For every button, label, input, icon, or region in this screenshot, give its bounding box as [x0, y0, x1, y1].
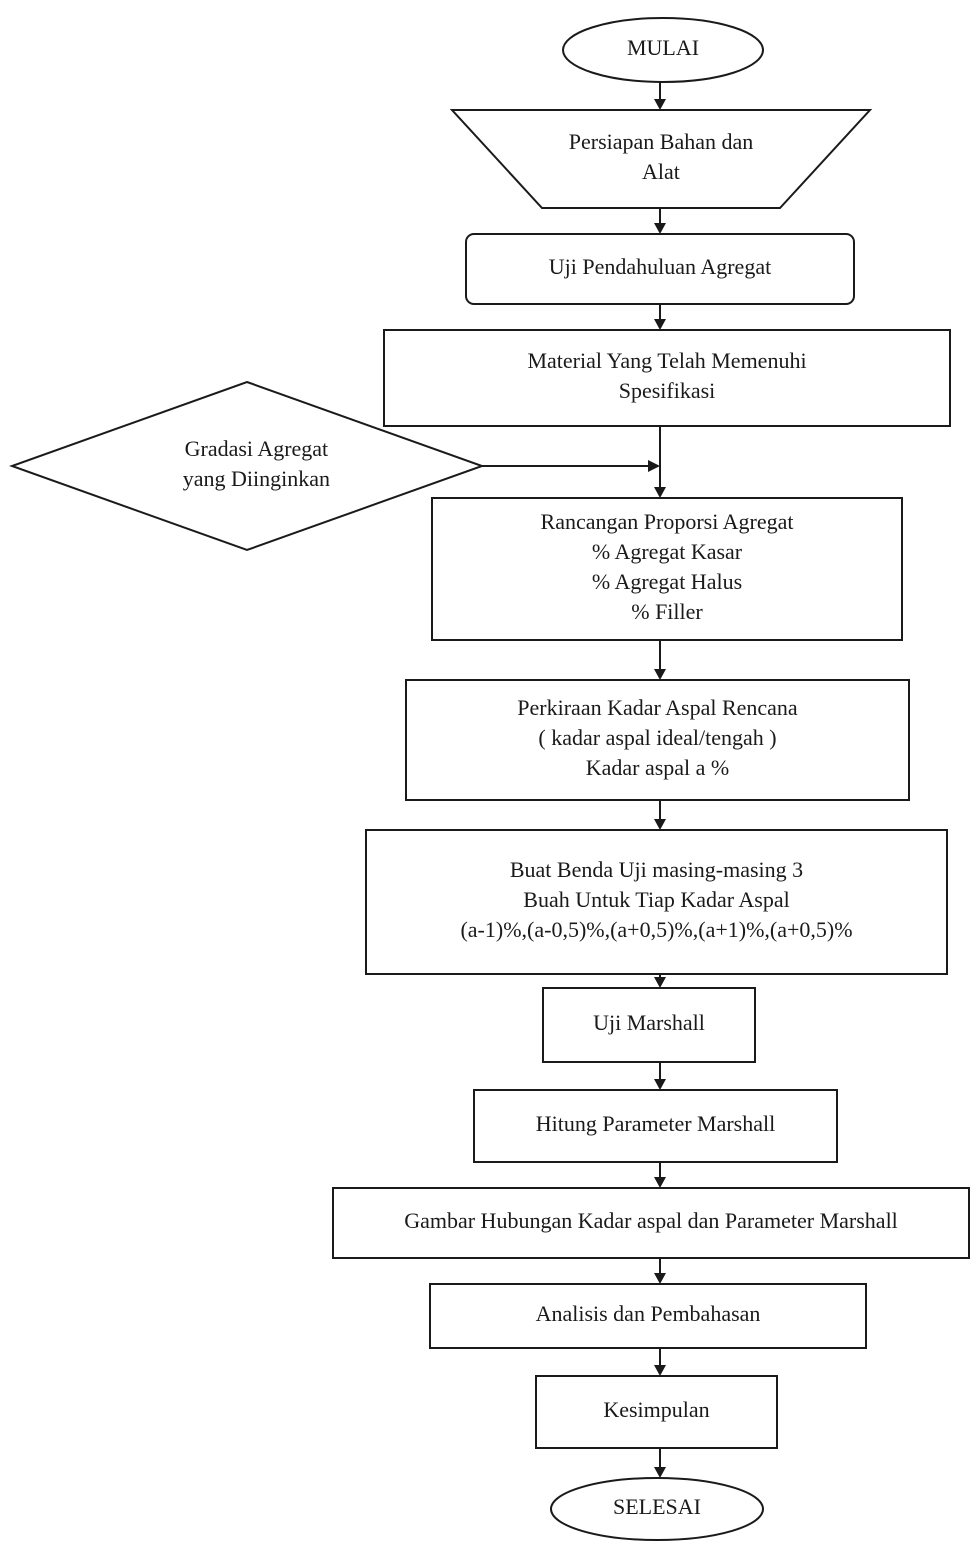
node-material-label: Material Yang Telah Memenuhi [527, 348, 806, 373]
node-material-label: Spesifikasi [619, 378, 716, 403]
node-uji-pendahuluan-shape [465, 233, 855, 305]
node-perkiraan-label: Kadar aspal a % [586, 755, 730, 780]
node-rancangan-label: % Agregat Halus [592, 569, 742, 594]
connector-kesimpulan-to-selesai [654, 1448, 666, 1478]
node-material-shape [383, 329, 951, 427]
node-rancangan-label: % Filler [631, 599, 703, 624]
node-kesimpulan-label: Kesimpulan [603, 1397, 709, 1422]
connectors-layer [449, 82, 666, 1478]
node-uji-marshall: Uji Marshall [542, 987, 756, 1063]
node-analisis: Analisis dan Pembahasan [429, 1283, 867, 1349]
connector-gambar-to-analisis [654, 1258, 666, 1284]
node-perkiraan: Perkiraan Kadar Aspal Rencana ( kadar asp… [405, 679, 910, 801]
node-perkiraan-shape [405, 679, 910, 801]
node-gradasi-shape [9, 380, 485, 552]
node-uji-pendahuluan-label: Uji Pendahuluan Agregat [549, 254, 771, 279]
node-selesai-label: SELESAI [613, 1494, 701, 1519]
node-gradasi-label: yang Diinginkan [183, 466, 330, 491]
node-uji-marshall-label: Uji Marshall [593, 1010, 705, 1035]
node-persiapan-shape [449, 109, 873, 209]
node-mulai: MULAI [562, 17, 764, 83]
node-gambar: Gambar Hubungan Kadar aspal dan Paramete… [332, 1187, 970, 1259]
node-rancangan-label: % Agregat Kasar [592, 539, 743, 564]
connector-mulai-to-persiapan [654, 82, 666, 110]
connector-persiapan-to-uji-pendahuluan [654, 208, 666, 234]
connector-analisis-to-kesimpulan [654, 1348, 666, 1376]
connector-uji-pendahuluan-to-material [654, 304, 666, 330]
node-selesai-shape [550, 1477, 764, 1541]
node-gradasi-label: Gradasi Agregat [185, 436, 329, 461]
node-analisis-label: Analisis dan Pembahasan [536, 1301, 761, 1326]
node-mulai-label: MULAI [627, 35, 699, 60]
node-hitung-shape [473, 1089, 838, 1163]
node-uji-pendahuluan: Uji Pendahuluan Agregat [465, 233, 855, 305]
connector-perkiraan-to-benda-uji [654, 800, 666, 830]
node-rancangan: Rancangan Proporsi Agregat % Agregat Kasa… [431, 497, 903, 641]
node-rancangan-shape [431, 497, 903, 641]
node-uji-marshall-shape [542, 987, 756, 1063]
node-benda-uji-label: Buat Benda Uji masing-masing 3 [510, 857, 803, 882]
connector-uji-marshall-to-hitung [654, 1062, 666, 1090]
node-mulai-shape [562, 17, 764, 83]
node-rancangan-label: Rancangan Proporsi Agregat [541, 509, 794, 534]
node-gambar-shape [332, 1187, 970, 1259]
node-benda-uji-label: (a-1)%,(a-0,5)%,(a+0,5)%,(a+1)%,(a+0,5)% [460, 917, 852, 942]
connector-hitung-to-gambar [654, 1162, 666, 1188]
node-kesimpulan-shape [535, 1375, 778, 1449]
connector-rancangan-to-perkiraan [654, 640, 666, 680]
node-gambar-label: Gambar Hubungan Kadar aspal dan Paramete… [404, 1208, 898, 1233]
node-persiapan-label: Alat [642, 159, 680, 184]
node-perkiraan-label: ( kadar aspal ideal/tengah ) [538, 725, 776, 750]
node-benda-uji-label: Buah Untuk Tiap Kadar Aspal [523, 887, 789, 912]
node-gradasi: Gradasi Agregat yang Diinginkan [9, 380, 485, 552]
node-hitung: Hitung Parameter Marshall [473, 1089, 838, 1163]
node-persiapan-label: Persiapan Bahan dan [569, 129, 754, 154]
node-selesai: SELESAI [550, 1477, 764, 1541]
connector-benda-uji-to-uji-marshall [654, 974, 666, 988]
node-analisis-shape [429, 1283, 867, 1349]
node-perkiraan-label: Perkiraan Kadar Aspal Rencana [517, 695, 798, 720]
connector-material-to-rancangan [654, 426, 666, 498]
node-benda-uji-shape [365, 829, 948, 975]
node-benda-uji: Buat Benda Uji masing-masing 3 Buah Untuk… [365, 829, 948, 975]
node-hitung-label: Hitung Parameter Marshall [536, 1111, 776, 1136]
node-kesimpulan: Kesimpulan [535, 1375, 778, 1449]
